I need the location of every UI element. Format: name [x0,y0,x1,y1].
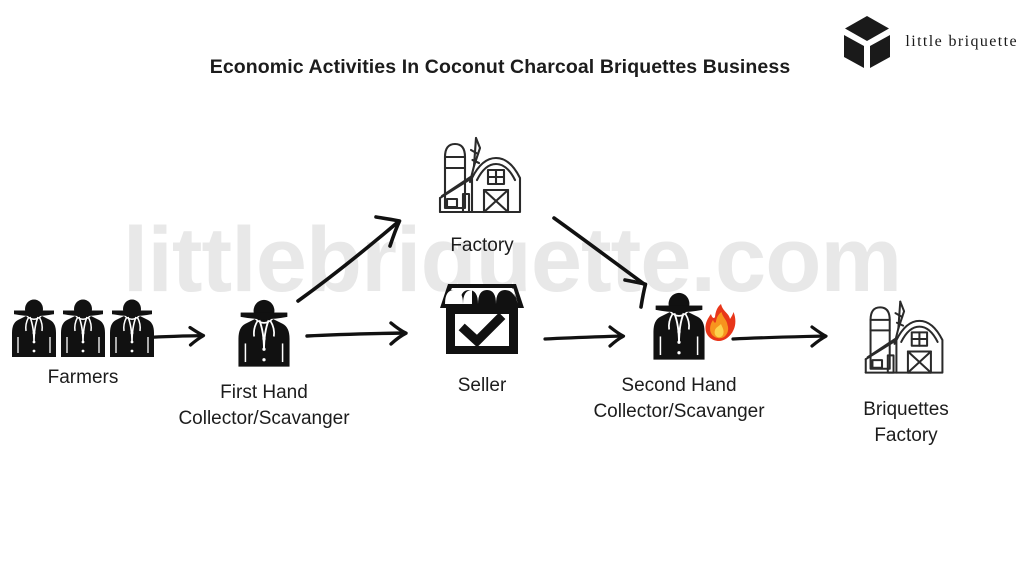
node-factory[interactable]: Factory [408,130,556,259]
storefront-check-icon [436,274,528,365]
farmer-silhouette-icon [647,290,711,367]
page-title: Economic Activities In Coconut Charcoal … [209,56,791,78]
node-first-hand-collector[interactable]: First Hand Collector/Scavanger [150,297,378,431]
barn-factory-icon [428,130,536,231]
isometric-cube-icon [841,14,893,70]
barn-factory-icon [854,294,958,391]
node-briquettes-factory[interactable]: Briquettes Factory [830,294,982,448]
logo-wordmark: little briquette [905,33,1018,50]
node-label-factory: Factory [450,235,514,256]
farmer-silhouette-icon [232,297,296,374]
node-label-second-hand-collector: Second Hand Collector/Scavanger [593,375,765,422]
node-label-seller: Seller [457,375,507,396]
three-farmers-icon [10,297,156,359]
node-second-hand-collector[interactable]: Second Hand Collector/Scavanger [565,290,793,424]
fire-emoji-icon [703,303,737,343]
node-seller[interactable]: Seller [418,274,546,399]
node-farmers[interactable]: Farmers [4,297,162,391]
little-briquette-logo: little briquette [841,14,1018,70]
node-label-first-hand-collector: First Hand Collector/Scavanger [178,382,350,429]
node-label-briquettes-factory: Briquettes Factory [863,399,949,446]
node-label-farmers: Farmers [47,367,119,388]
